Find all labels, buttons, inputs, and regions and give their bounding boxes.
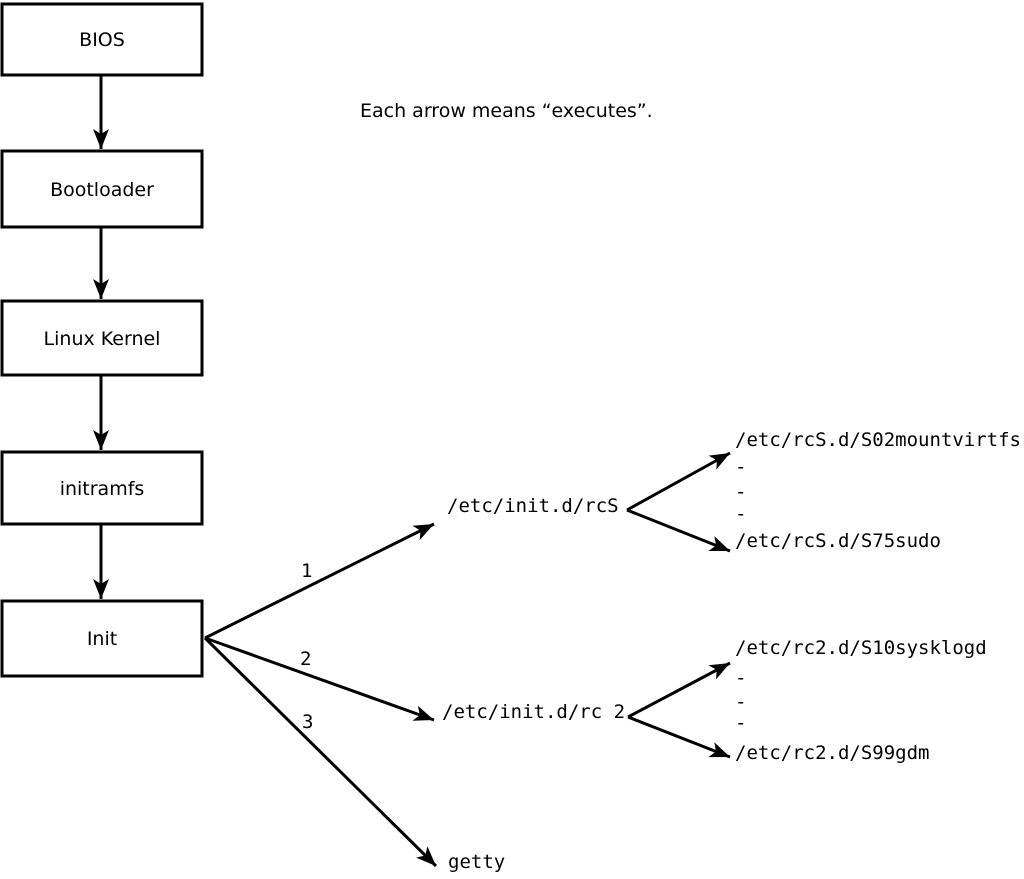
arrow-rcs-to-s75sudo bbox=[626, 508, 731, 553]
rcs-ellipsis-dash-1: - bbox=[735, 456, 746, 478]
node-getty: getty bbox=[448, 851, 505, 873]
arrow-init-to-rc2 bbox=[204, 636, 435, 722]
node-rcs-d-s02mountvirtfs: /etc/rcS.d/S02mountvirtfs bbox=[735, 429, 1021, 451]
box-linux-kernel: Linux Kernel bbox=[0, 299, 204, 377]
initramfs-label: initramfs bbox=[60, 478, 145, 500]
arrow-init-to-getty bbox=[203, 636, 438, 868]
arrow-meaning-note: Each arrow means “executes”. bbox=[360, 100, 653, 122]
arrow-rcs-to-s02mountvirtfs bbox=[626, 451, 731, 512]
rc2-ellipsis-dash-2: - bbox=[735, 691, 746, 713]
init-box-rect bbox=[0, 599, 204, 678]
node-etc-init-d-rc2: /etc/init.d/rc 2 bbox=[442, 701, 625, 723]
arrow-order-label-2: 2 bbox=[300, 648, 311, 670]
box-bootloader: Bootloader bbox=[0, 149, 204, 229]
node-etc-init-d-rcs: /etc/init.d/rcS bbox=[447, 495, 619, 517]
arrow-rc2-to-s99gdm bbox=[627, 715, 731, 759]
arrow-order-label-3: 3 bbox=[302, 711, 313, 733]
node-rc2-d-s99gdm: /etc/rc2.d/S99gdm bbox=[735, 742, 929, 764]
box-initramfs: initramfs bbox=[0, 450, 204, 526]
arrow-rc2-to-s10sysklogd bbox=[627, 661, 731, 719]
bios-label: BIOS bbox=[79, 29, 125, 51]
init-label: Init bbox=[87, 628, 117, 650]
linux-kernel-box-rect bbox=[0, 299, 204, 377]
box-init: Init bbox=[0, 599, 204, 678]
linux-kernel-label: Linux Kernel bbox=[44, 328, 161, 350]
initramfs-box-rect bbox=[0, 450, 204, 526]
bootloader-box-rect bbox=[0, 149, 204, 229]
node-rcs-d-s75sudo: /etc/rcS.d/S75sudo bbox=[735, 530, 941, 552]
bootloader-label: Bootloader bbox=[50, 179, 154, 201]
bios-box-rect bbox=[0, 2, 204, 77]
rcs-ellipsis-dash-3: - bbox=[735, 503, 746, 525]
node-rc2-d-s10sysklogd: /etc/rc2.d/S10sysklogd bbox=[735, 637, 987, 659]
rc2-ellipsis-dash-1: - bbox=[735, 667, 746, 689]
arrow-init-to-rcs bbox=[204, 522, 435, 640]
rcs-ellipsis-dash-2: - bbox=[735, 481, 746, 503]
rc2-ellipsis-dash-3: - bbox=[735, 712, 746, 734]
arrow-order-label-1: 1 bbox=[301, 560, 312, 582]
box-bios: BIOS bbox=[0, 2, 204, 77]
